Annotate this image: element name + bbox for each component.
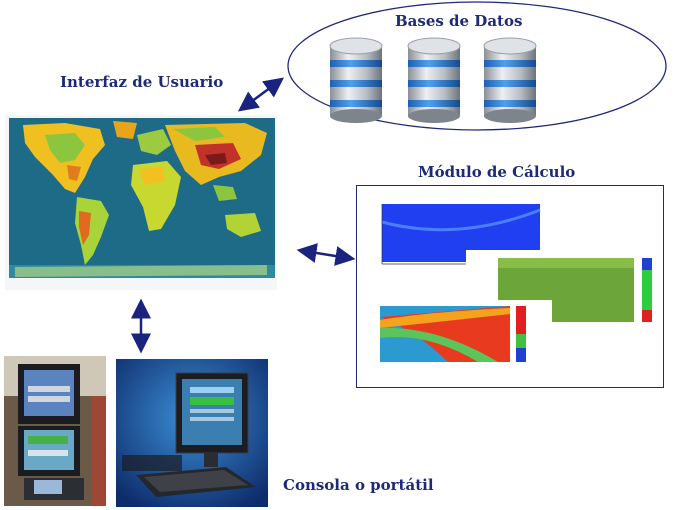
heatmap-red-plot <box>366 300 552 376</box>
database-icon <box>329 37 383 123</box>
databases-label: Bases de Datos <box>395 12 523 30</box>
database-icon <box>407 37 461 123</box>
desktop-computer-photo <box>116 359 268 507</box>
world-map-image <box>5 115 277 290</box>
databases-ellipse <box>287 1 667 131</box>
touchscreen-console-photo <box>4 356 106 506</box>
console-label: Consola o portátil <box>283 476 434 494</box>
databases-group <box>287 1 667 131</box>
calc-module-label: Módulo de Cálculo <box>418 163 576 181</box>
arrow-ui-databases <box>237 77 285 112</box>
database-icon <box>483 37 537 123</box>
calc-module-panel <box>356 185 664 388</box>
calc-module-plots <box>366 194 656 376</box>
arrow-ui-calc <box>296 243 356 266</box>
user-interface-label: Interfaz de Usuario <box>60 73 224 91</box>
heatmap-green-plot <box>466 250 656 330</box>
